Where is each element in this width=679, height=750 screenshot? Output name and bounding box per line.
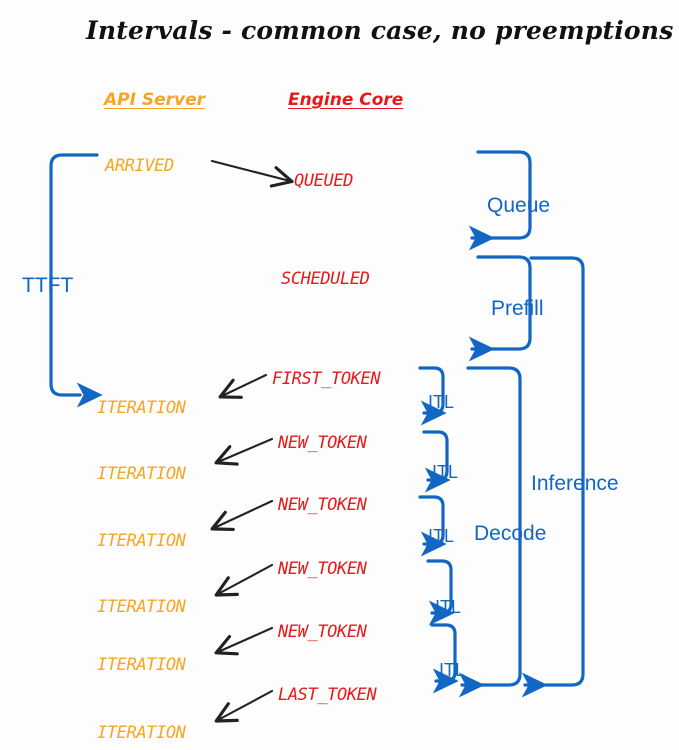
new-token-3-to-iteration: [214, 563, 274, 597]
itl-bracket-4: [426, 559, 455, 626]
itl-bracket-3: [418, 495, 447, 557]
interval-label-itl-2: ITL: [432, 462, 459, 482]
itl-bracket-1: [418, 366, 447, 426]
interval-label-itl-5: ITL: [439, 660, 466, 680]
interval-label-ttft: TTFT: [22, 274, 74, 297]
arrived-to-queued: [210, 159, 294, 188]
inference-bracket: [521, 256, 585, 698]
new-token-2-to-iteration: [210, 499, 274, 532]
api-event-iteration-1: ITERATION: [97, 398, 186, 418]
new-token-4-to-iteration: [214, 626, 274, 656]
last-token-to-iteration: [214, 689, 274, 723]
decode-bracket: [458, 366, 522, 698]
api-event-iteration-6: ITERATION: [97, 723, 186, 743]
page-title: Intervals - common case, no preemptions: [86, 16, 674, 45]
engine-event-new-token-3: NEW_TOKEN: [278, 433, 367, 453]
ttft-bracket: [49, 153, 103, 408]
interval-label-itl-1: ITL: [428, 392, 455, 412]
api-event-iteration-4: ITERATION: [97, 597, 186, 617]
queue-bracket: [468, 150, 532, 251]
engine-event-new-token-6: NEW_TOKEN: [278, 622, 367, 642]
column-header-api-server: API Server: [104, 90, 206, 110]
interval-label-prefill: Prefill: [491, 297, 544, 320]
api-event-arrived-0: ARRIVED: [105, 156, 174, 176]
engine-event-new-token-4: NEW_TOKEN: [278, 495, 367, 515]
itl-bracket-5: [430, 623, 459, 694]
engine-event-scheduled-1: SCHEDULED: [281, 269, 370, 289]
engine-event-first-token-2: FIRST_TOKEN: [272, 369, 381, 389]
interval-label-queue: Queue: [487, 194, 551, 217]
interval-label-inference: Inference: [531, 472, 619, 495]
interval-brackets: [49, 150, 585, 698]
column-header-engine-core: Engine Core: [288, 90, 404, 110]
new-token-1-to-iteration: [214, 437, 274, 466]
itl-bracket-2: [422, 430, 451, 493]
interval-label-decode: Decode: [474, 522, 547, 545]
interval-label-itl-3: ITL: [428, 526, 455, 546]
prefill-bracket: [468, 255, 532, 362]
event-connector-arrows: [210, 159, 294, 723]
interval-label-itl-4: ITL: [435, 597, 462, 617]
engine-event-last-token-7: LAST_TOKEN: [278, 685, 377, 705]
api-event-iteration-2: ITERATION: [97, 464, 186, 484]
engine-event-queued-0: QUEUED: [294, 171, 354, 191]
api-event-iteration-3: ITERATION: [97, 531, 186, 551]
api-event-iteration-5: ITERATION: [97, 655, 186, 675]
engine-event-new-token-5: NEW_TOKEN: [278, 559, 367, 579]
first-token-to-iteration: [218, 373, 268, 399]
